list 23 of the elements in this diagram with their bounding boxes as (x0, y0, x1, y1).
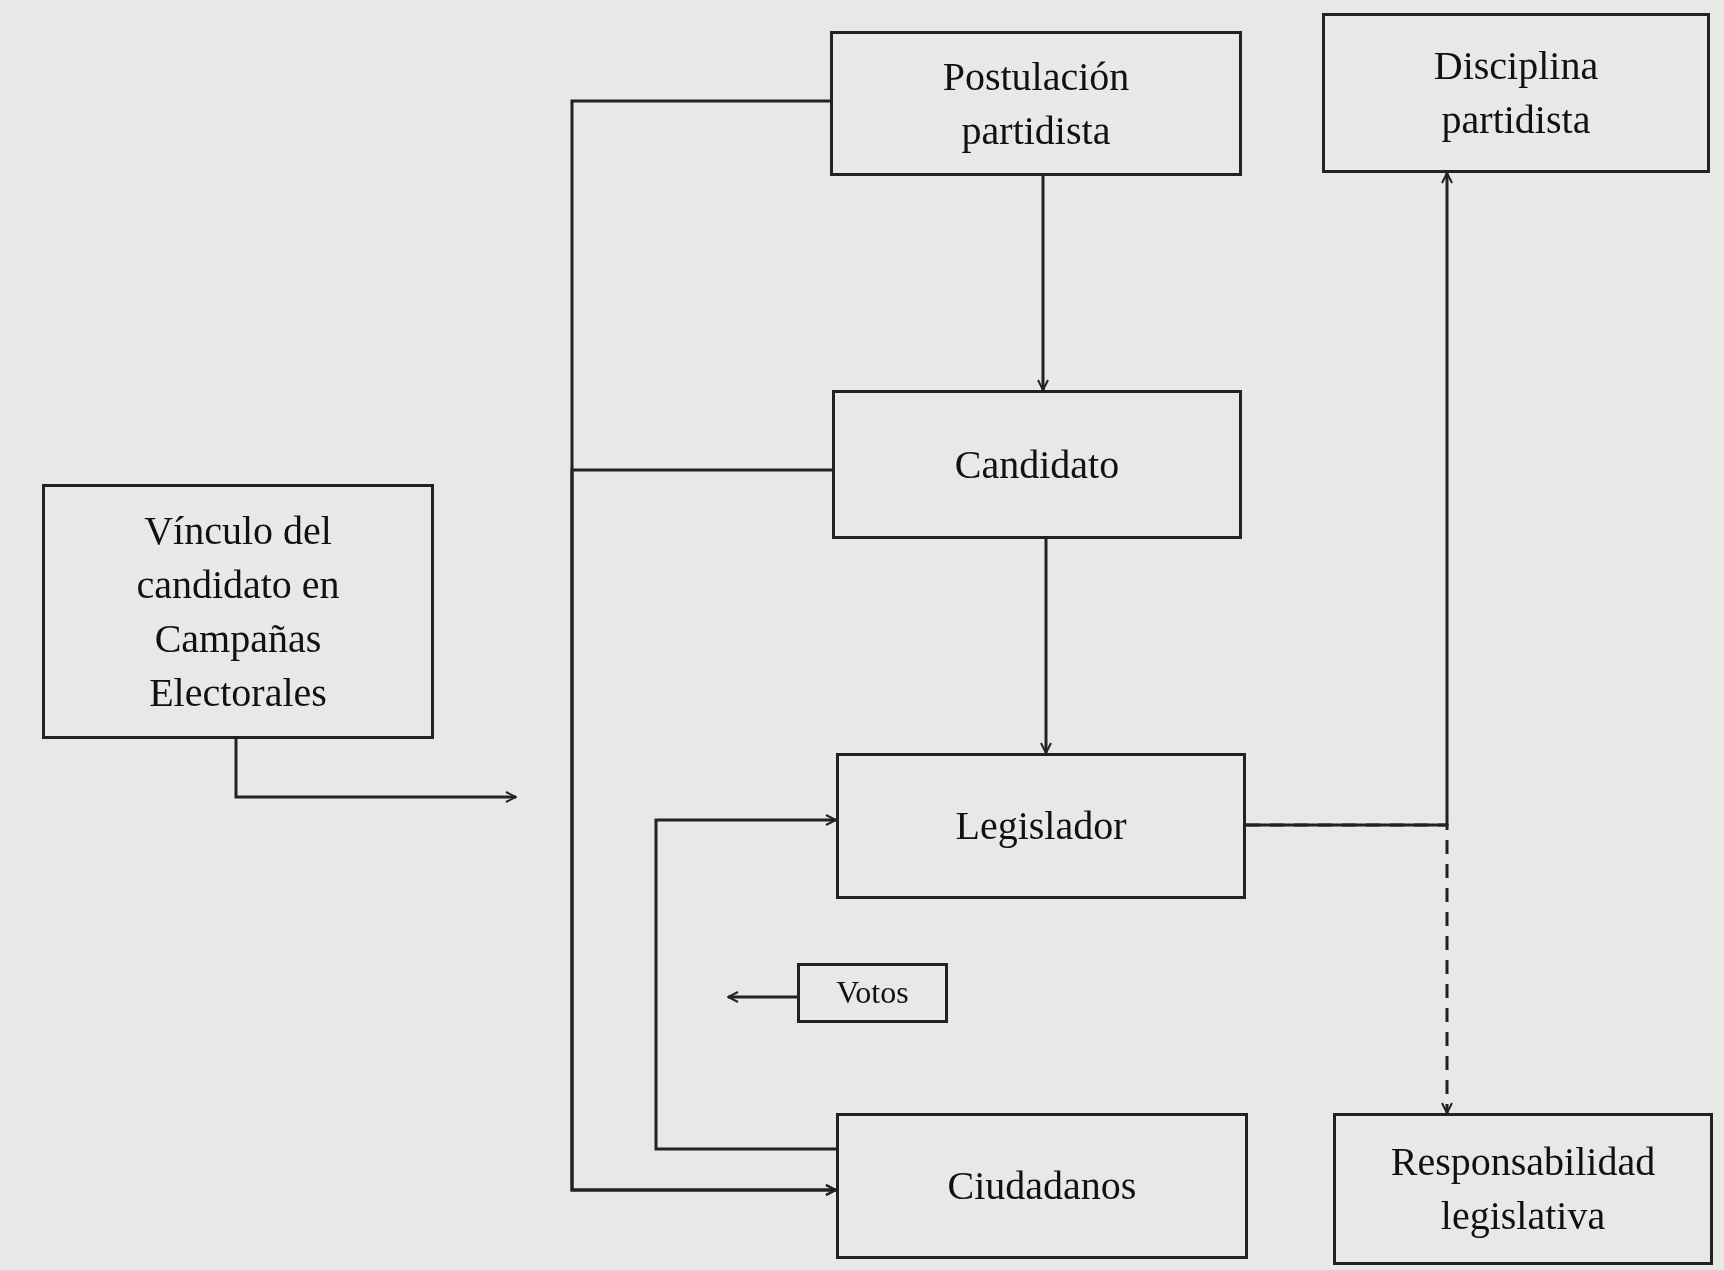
arrow (1246, 172, 1453, 827)
process-box (1333, 1113, 1713, 1265)
node-label: Candidato (953, 440, 1121, 489)
node-label: Legislador (954, 802, 1128, 850)
process-box (1322, 13, 1710, 173)
node-label: Vínculo del candidato en Campañas Electorales (135, 506, 341, 717)
process-box (836, 1113, 1248, 1259)
node-label: Ciudadanos (946, 1162, 1138, 1210)
process-box (797, 963, 948, 1023)
process-box (836, 753, 1246, 899)
process-box (830, 31, 1242, 176)
arrow (234, 739, 517, 803)
node-label: Votos (835, 973, 910, 1013)
arrow (570, 468, 837, 1196)
arrow (1040, 539, 1052, 754)
arrow (654, 814, 837, 1151)
arrow (1037, 176, 1049, 391)
node-label: Disciplina partidista (1432, 42, 1600, 144)
process-box (42, 484, 434, 739)
arrow (727, 991, 797, 1003)
node-label: Postulación partidista (941, 52, 1131, 155)
process-box (832, 390, 1242, 539)
node-label: Responsabilidad legislativa (1389, 1138, 1657, 1240)
